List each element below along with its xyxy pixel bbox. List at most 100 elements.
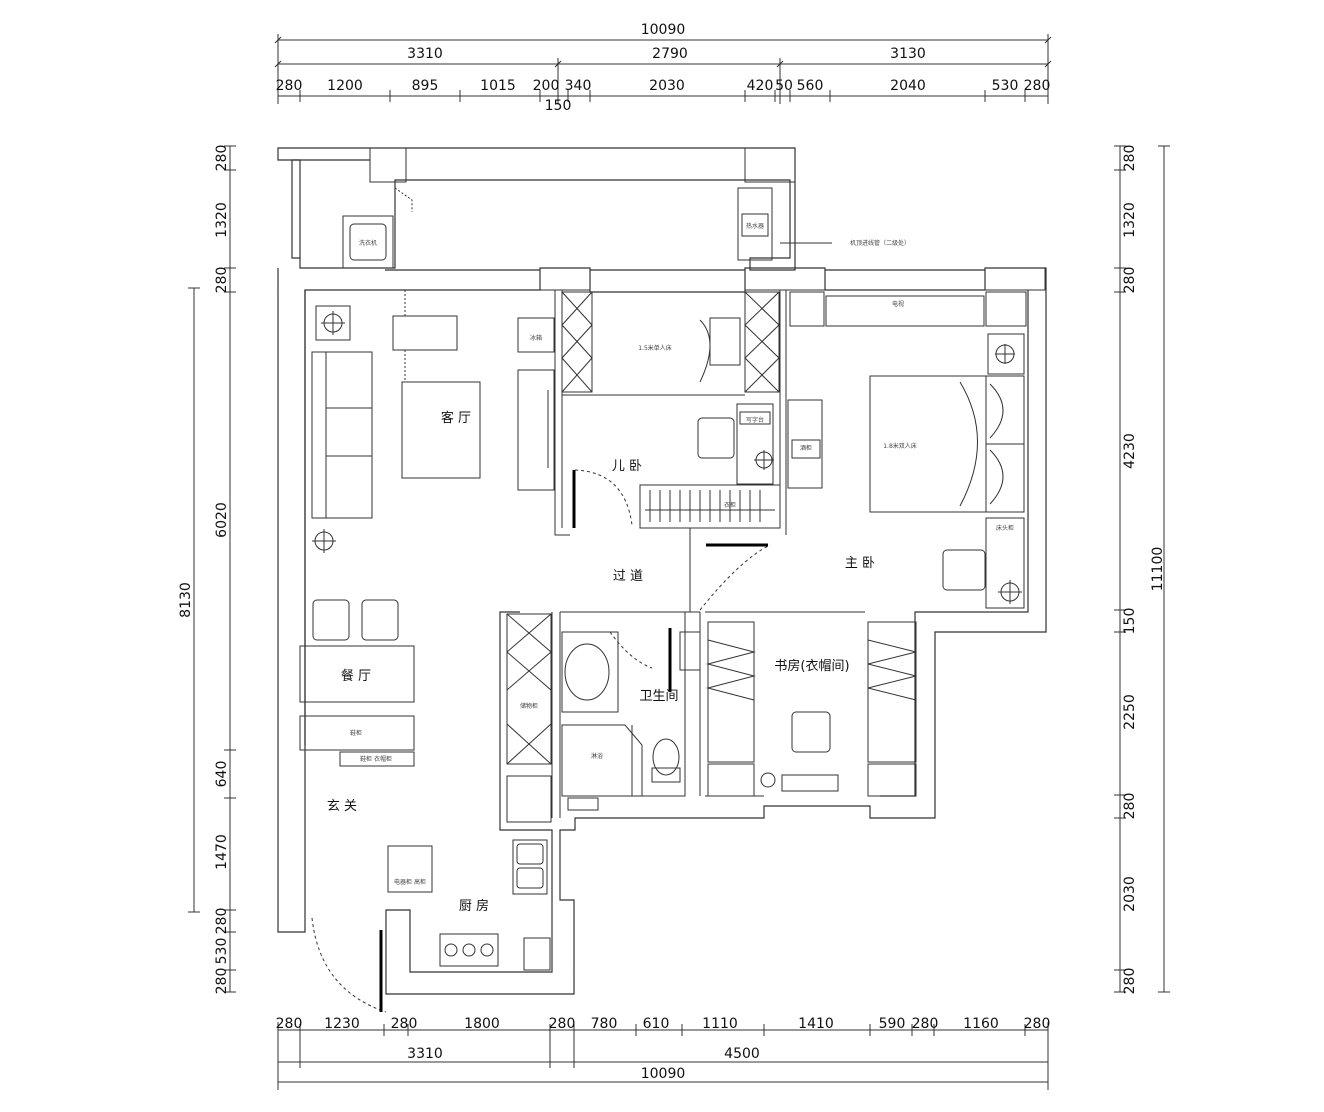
dining-furniture [299, 599, 415, 767]
dim-bottom-total: 10090 [641, 1066, 686, 1082]
top-dimension-text: 10090 3310 2790 3130 280 1200 895 1015 2… [276, 22, 1051, 114]
dim-bottom-detail: 590 [879, 1016, 906, 1032]
cabinets-and-kitchen [304, 613, 552, 1013]
dim-top-mid-1: 3310 [407, 46, 443, 62]
label-child-bed: 1.5米单人床 [638, 344, 672, 352]
dim-top-detail: 2040 [890, 78, 926, 94]
room-label-bathroom: 卫生间 [639, 689, 678, 704]
room-label-kitchen: 厨 房 [459, 898, 489, 914]
label-desk: 写字台 [746, 416, 764, 424]
dim-left-detail: 280 [214, 267, 230, 294]
dim-bottom-detail: 280 [391, 1016, 418, 1032]
dim-left-total: 8130 [178, 582, 194, 618]
dim-bottom-detail: 1230 [324, 1016, 360, 1032]
dim-bottom-detail: 780 [591, 1016, 618, 1032]
label-shower: 淋浴 [591, 752, 603, 760]
master-bedroom-furniture [699, 291, 1027, 611]
room-label-living: 客 厅 [441, 410, 471, 426]
label-shoe-cabinet: 鞋柜 [350, 729, 362, 737]
room-label-corridor: 过 道 [613, 569, 643, 584]
room-label-dining: 餐 厅 [341, 668, 371, 684]
label-fridge: 冰箱 [530, 334, 542, 342]
dim-right-detail: 2250 [1122, 694, 1138, 730]
left-dimension-lines [188, 145, 236, 993]
dim-right-detail: 150 [1122, 608, 1138, 635]
room-label-study: 书房(衣帽间) [774, 658, 849, 674]
structural-columns [369, 147, 1046, 291]
dim-bottom-detail: 280 [549, 1016, 576, 1032]
label-wardrobe: 衣柜 [724, 501, 736, 509]
dim-left-detail: 280 [214, 968, 230, 995]
exterior-walls [277, 147, 1047, 995]
left-dimension-text: 8130 280 1320 280 6020 640 1470 280 530 … [178, 145, 230, 995]
dim-top-total: 10090 [641, 22, 686, 38]
furniture-labels: 洗衣机 热水器 机顶进线管（二级处） 1.5米单人床 1.8米双人床 写字台 衣… [350, 222, 1014, 886]
right-dimension-lines [1114, 145, 1170, 993]
dim-top-detail: 200 [533, 78, 560, 94]
label-ac-note: 机顶进线管（二级处） [850, 239, 910, 247]
dim-top-detail: 340 [565, 78, 592, 94]
dim-bottom-detail: 1410 [798, 1016, 834, 1032]
label-entry-cabinet: 鞋柜 衣帽柜 [360, 755, 392, 763]
label-balcony-washer: 洗衣机 [359, 239, 377, 247]
dim-bottom-detail: 280 [912, 1016, 939, 1032]
room-labels: 客 厅 儿 卧 过 道 主 卧 书房(衣帽间) 卫生间 餐 厅 玄 关 厨 房 [327, 410, 875, 914]
bottom-dimension-text: 280 1230 280 1800 280 780 610 1110 1410 … [276, 1016, 1051, 1082]
room-label-entrance: 玄 关 [327, 799, 357, 814]
dim-right-detail: 2030 [1122, 876, 1138, 912]
label-dining-cabinet: 酒柜 [800, 444, 812, 452]
dim-left-detail: 640 [214, 761, 230, 788]
dim-right-detail: 280 [1122, 793, 1138, 820]
living-room-furniture [311, 290, 555, 553]
child-bedroom-furniture [561, 291, 781, 529]
dim-bottom-detail: 1160 [963, 1016, 999, 1032]
dim-bottom-detail: 280 [276, 1016, 303, 1032]
dim-top-small: 150 [545, 98, 572, 114]
dim-top-mid-3: 3130 [890, 46, 926, 62]
label-nightstand: 床头柜 [996, 524, 1014, 532]
dim-top-detail: 280 [276, 78, 303, 94]
right-dimension-text: 11100 280 1320 280 4230 150 2250 280 203… [1122, 145, 1166, 995]
dim-top-detail: 1015 [480, 78, 516, 94]
dim-right-detail: 280 [1122, 968, 1138, 995]
dim-bottom-mid-2: 4500 [724, 1046, 760, 1062]
label-tv: 电视 [892, 300, 904, 308]
dim-bottom-detail: 1110 [702, 1016, 738, 1032]
label-balcony-boiler: 热水器 [746, 222, 764, 230]
dim-right-detail: 1320 [1122, 202, 1138, 238]
top-dimension-lines [274, 34, 1052, 104]
dim-top-detail: 1200 [327, 78, 363, 94]
dim-top-mid-2: 2790 [652, 46, 688, 62]
dim-left-detail: 280 [214, 908, 230, 935]
dim-top-detail: 420 [747, 78, 774, 94]
bathroom-fixtures [561, 631, 701, 811]
study-furniture [706, 621, 917, 797]
dim-left-detail: 1470 [214, 834, 230, 870]
dim-top-detail: 2030 [649, 78, 685, 94]
dim-bottom-mid-1: 3310 [407, 1046, 443, 1062]
dim-top-detail: 560 [797, 78, 824, 94]
dim-bottom-detail: 610 [643, 1016, 670, 1032]
room-label-master-bedroom: 主 卧 [845, 556, 875, 571]
dim-bottom-detail: 1800 [464, 1016, 500, 1032]
dim-left-detail: 1320 [214, 202, 230, 238]
dim-right-total: 11100 [1150, 547, 1166, 592]
door-markers [379, 470, 768, 1012]
dim-bottom-detail: 280 [1024, 1016, 1051, 1032]
label-cabinet: 储物柜 [520, 702, 538, 710]
dim-right-detail: 4230 [1122, 433, 1138, 469]
dim-right-detail: 280 [1122, 145, 1138, 172]
label-master-bed: 1.8米双人床 [883, 442, 917, 450]
room-label-child-bedroom: 儿 卧 [612, 459, 642, 474]
dim-top-detail: 530 [992, 78, 1019, 94]
dim-left-detail: 6020 [214, 502, 230, 538]
dim-top-detail: 895 [412, 78, 439, 94]
dim-right-detail: 280 [1122, 267, 1138, 294]
balcony-fixtures [342, 187, 832, 269]
dim-top-detail: 50 [775, 78, 793, 94]
dim-left-detail: 280 [214, 145, 230, 172]
label-kitchen-cabinet: 电器柜 高柜 [394, 878, 426, 886]
bottom-dimension-lines [277, 1022, 1049, 1090]
